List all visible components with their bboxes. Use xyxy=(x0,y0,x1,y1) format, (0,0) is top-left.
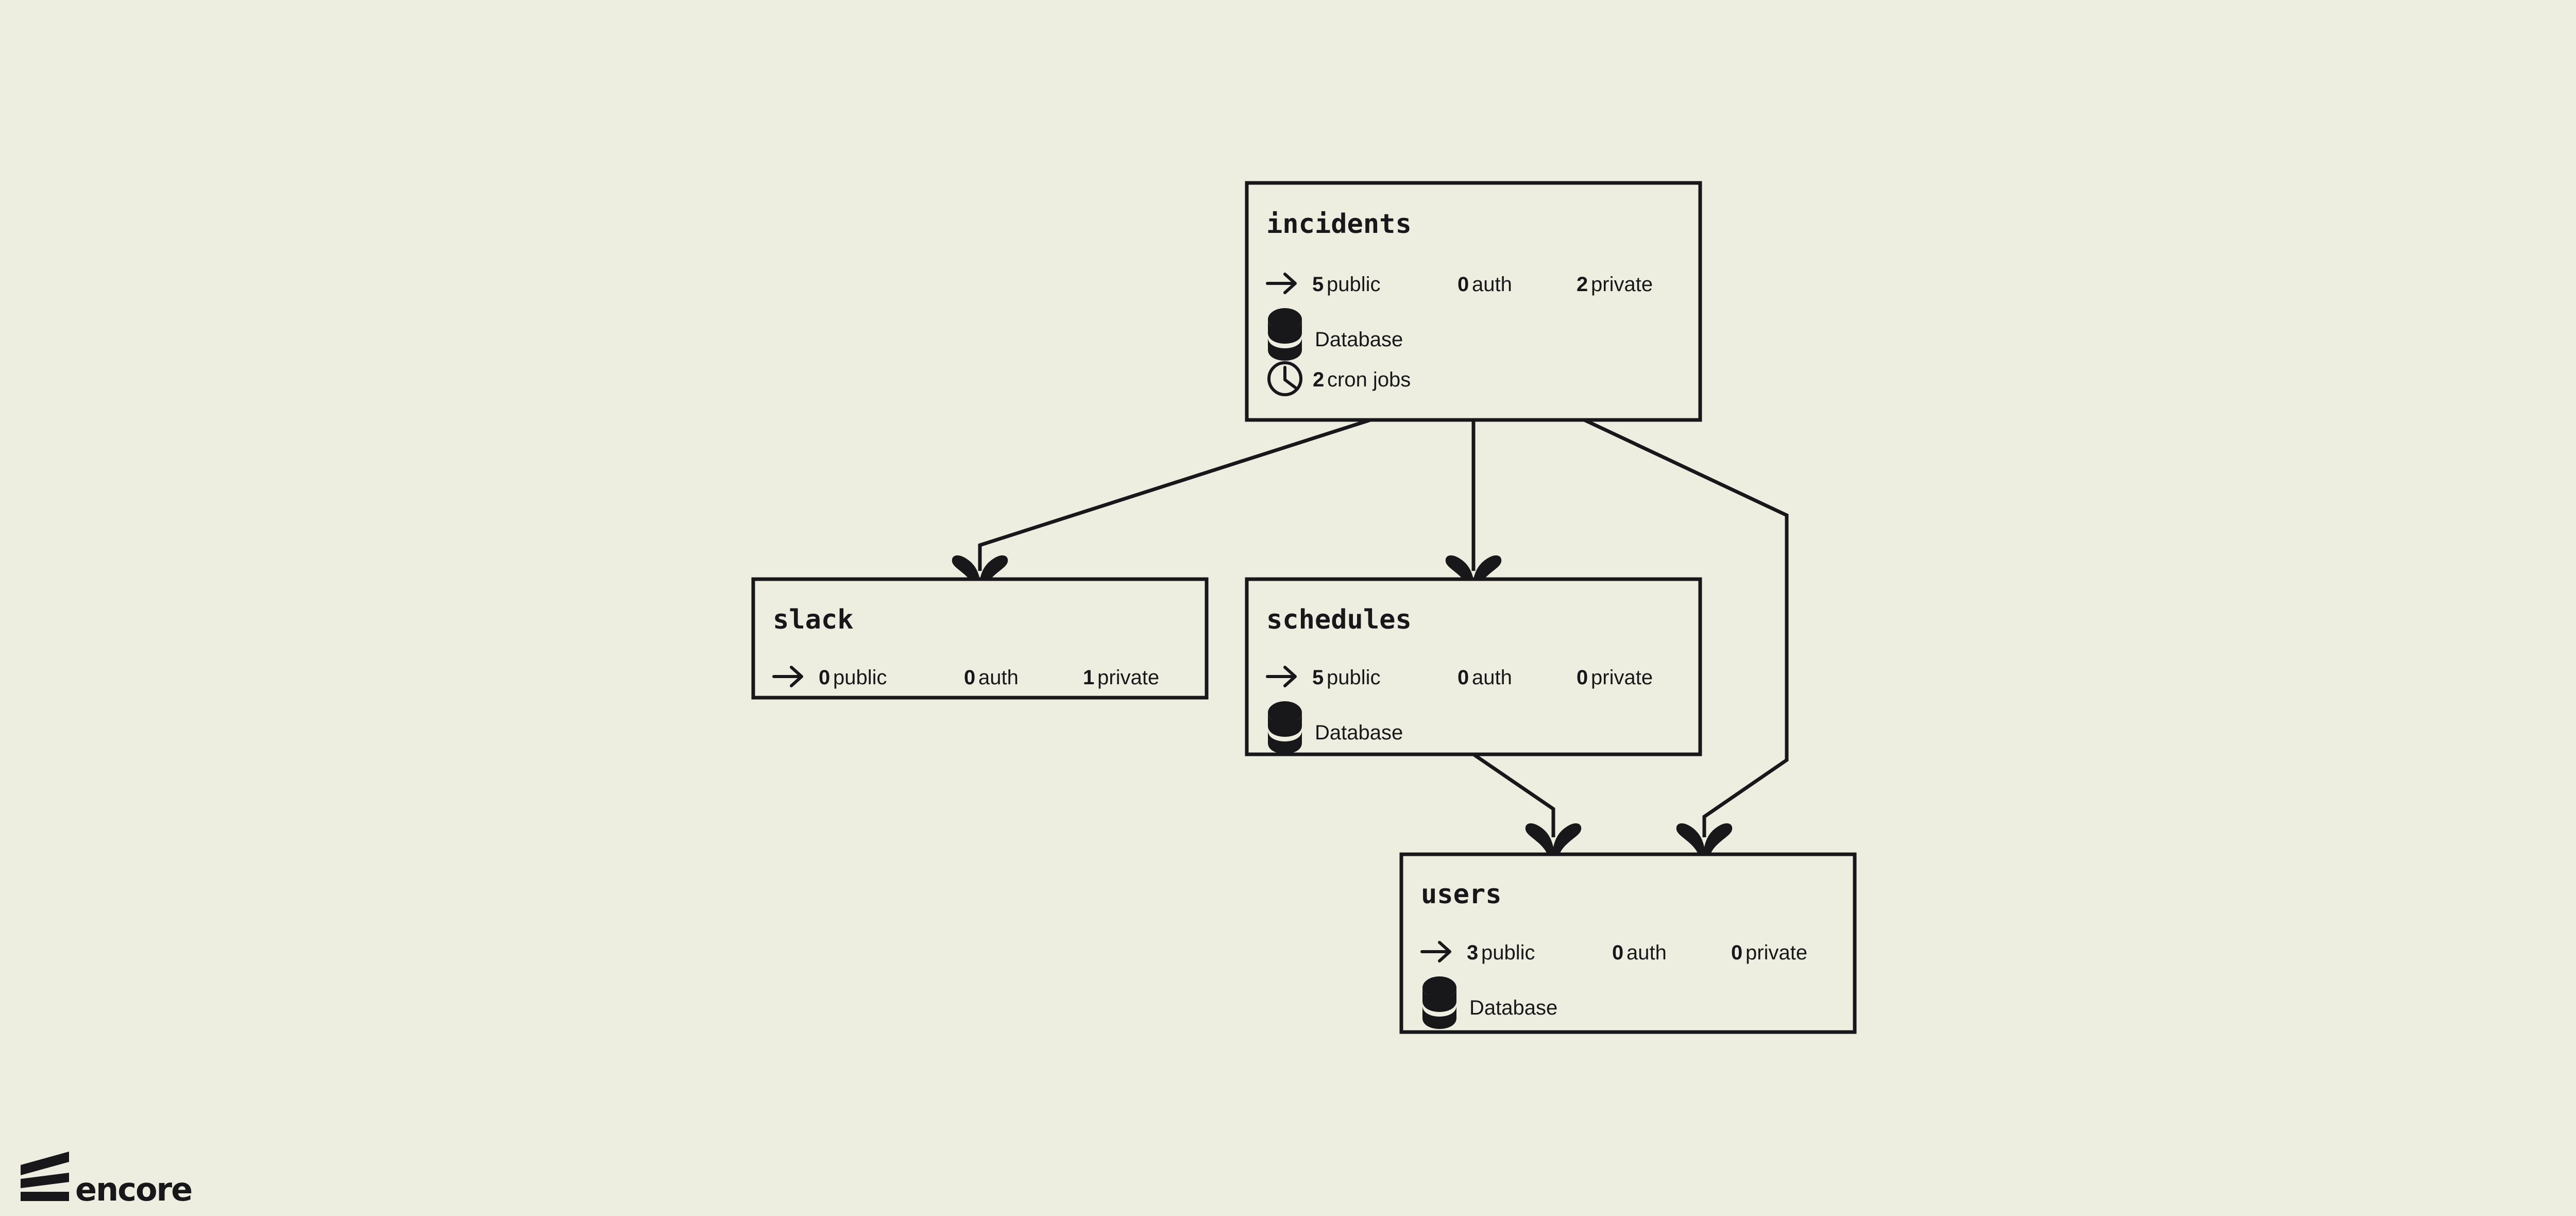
encore-chevron-bars-icon xyxy=(21,1152,69,1201)
edge-schedules-to-users xyxy=(1472,753,1582,866)
private-count: 0 xyxy=(1731,941,1742,964)
auth-label: auth xyxy=(978,666,1019,689)
auth-label: auth xyxy=(1626,941,1667,964)
auth-label: auth xyxy=(1472,666,1512,689)
public-count: 0 xyxy=(819,666,830,689)
public-count: 3 xyxy=(1467,941,1478,964)
auth-label: auth xyxy=(1472,273,1512,296)
auth-count: 0 xyxy=(964,666,975,689)
private-label: private xyxy=(1097,666,1159,689)
resource-label: Database xyxy=(1315,328,1403,351)
database-icon xyxy=(1268,308,1302,361)
edge-incidents-to-users xyxy=(1583,418,1789,866)
resource-database: Database xyxy=(1268,701,1403,754)
service-node-incidents[interactable]: incidents 5 public 0 auth 2 private xyxy=(1245,181,1702,422)
private-label: private xyxy=(1591,666,1653,689)
resource-database: Database xyxy=(1268,308,1403,361)
private-count: 0 xyxy=(1577,666,1588,689)
cron-label: cron jobs xyxy=(1327,368,1411,391)
private-count: 1 xyxy=(1083,666,1094,689)
arrow-right-icon xyxy=(1420,941,1451,962)
auth-count: 0 xyxy=(1458,666,1469,689)
public-label: public xyxy=(1481,941,1535,964)
encore-wordmark: encore xyxy=(75,1171,192,1208)
arrow-right-icon xyxy=(772,666,803,687)
resource-database: Database xyxy=(1422,976,1557,1029)
resource-label: Database xyxy=(1469,997,1557,1019)
database-icon xyxy=(1422,976,1456,1029)
edge-incidents-to-schedules xyxy=(1445,420,1502,598)
private-count: 2 xyxy=(1577,273,1588,296)
private-label: private xyxy=(1591,273,1653,296)
database-icon xyxy=(1268,701,1302,754)
arrow-right-icon xyxy=(1266,273,1297,294)
service-node-schedules[interactable]: schedules 5 public 0 auth 0 private xyxy=(1245,577,1702,756)
public-label: public xyxy=(833,666,887,689)
cron-count: 2 xyxy=(1313,368,1324,391)
auth-count: 0 xyxy=(1458,273,1469,296)
endpoints-row: 5 public 0 auth 0 private xyxy=(1266,666,1653,689)
encore-logo[interactable]: encore xyxy=(21,1152,193,1208)
public-count: 5 xyxy=(1312,273,1324,296)
clock-icon xyxy=(1267,361,1302,396)
service-title: schedules xyxy=(1266,604,1412,635)
service-title: slack xyxy=(773,604,854,635)
service-node-slack[interactable]: slack 0 public 0 auth 1 private xyxy=(751,577,1209,700)
auth-count: 0 xyxy=(1612,941,1623,964)
public-count: 5 xyxy=(1312,666,1324,689)
public-label: public xyxy=(1327,666,1381,689)
public-label: public xyxy=(1327,273,1381,296)
service-title: users xyxy=(1421,879,1502,910)
endpoints-row: 3 public 0 auth 0 private xyxy=(1420,941,1807,964)
resource-cron: 2 cron jobs xyxy=(1267,361,1411,396)
arrow-right-icon xyxy=(1266,666,1297,687)
endpoints-row: 5 public 0 auth 2 private xyxy=(1266,273,1653,296)
endpoints-row: 0 public 0 auth 1 private xyxy=(772,666,1159,689)
private-label: private xyxy=(1745,941,1807,964)
service-node-users[interactable]: users 3 public 0 auth 0 private xyxy=(1399,852,1857,1034)
resource-label: Database xyxy=(1315,721,1403,744)
service-title: incidents xyxy=(1266,209,1412,240)
edge-incidents-to-slack xyxy=(952,418,1371,598)
